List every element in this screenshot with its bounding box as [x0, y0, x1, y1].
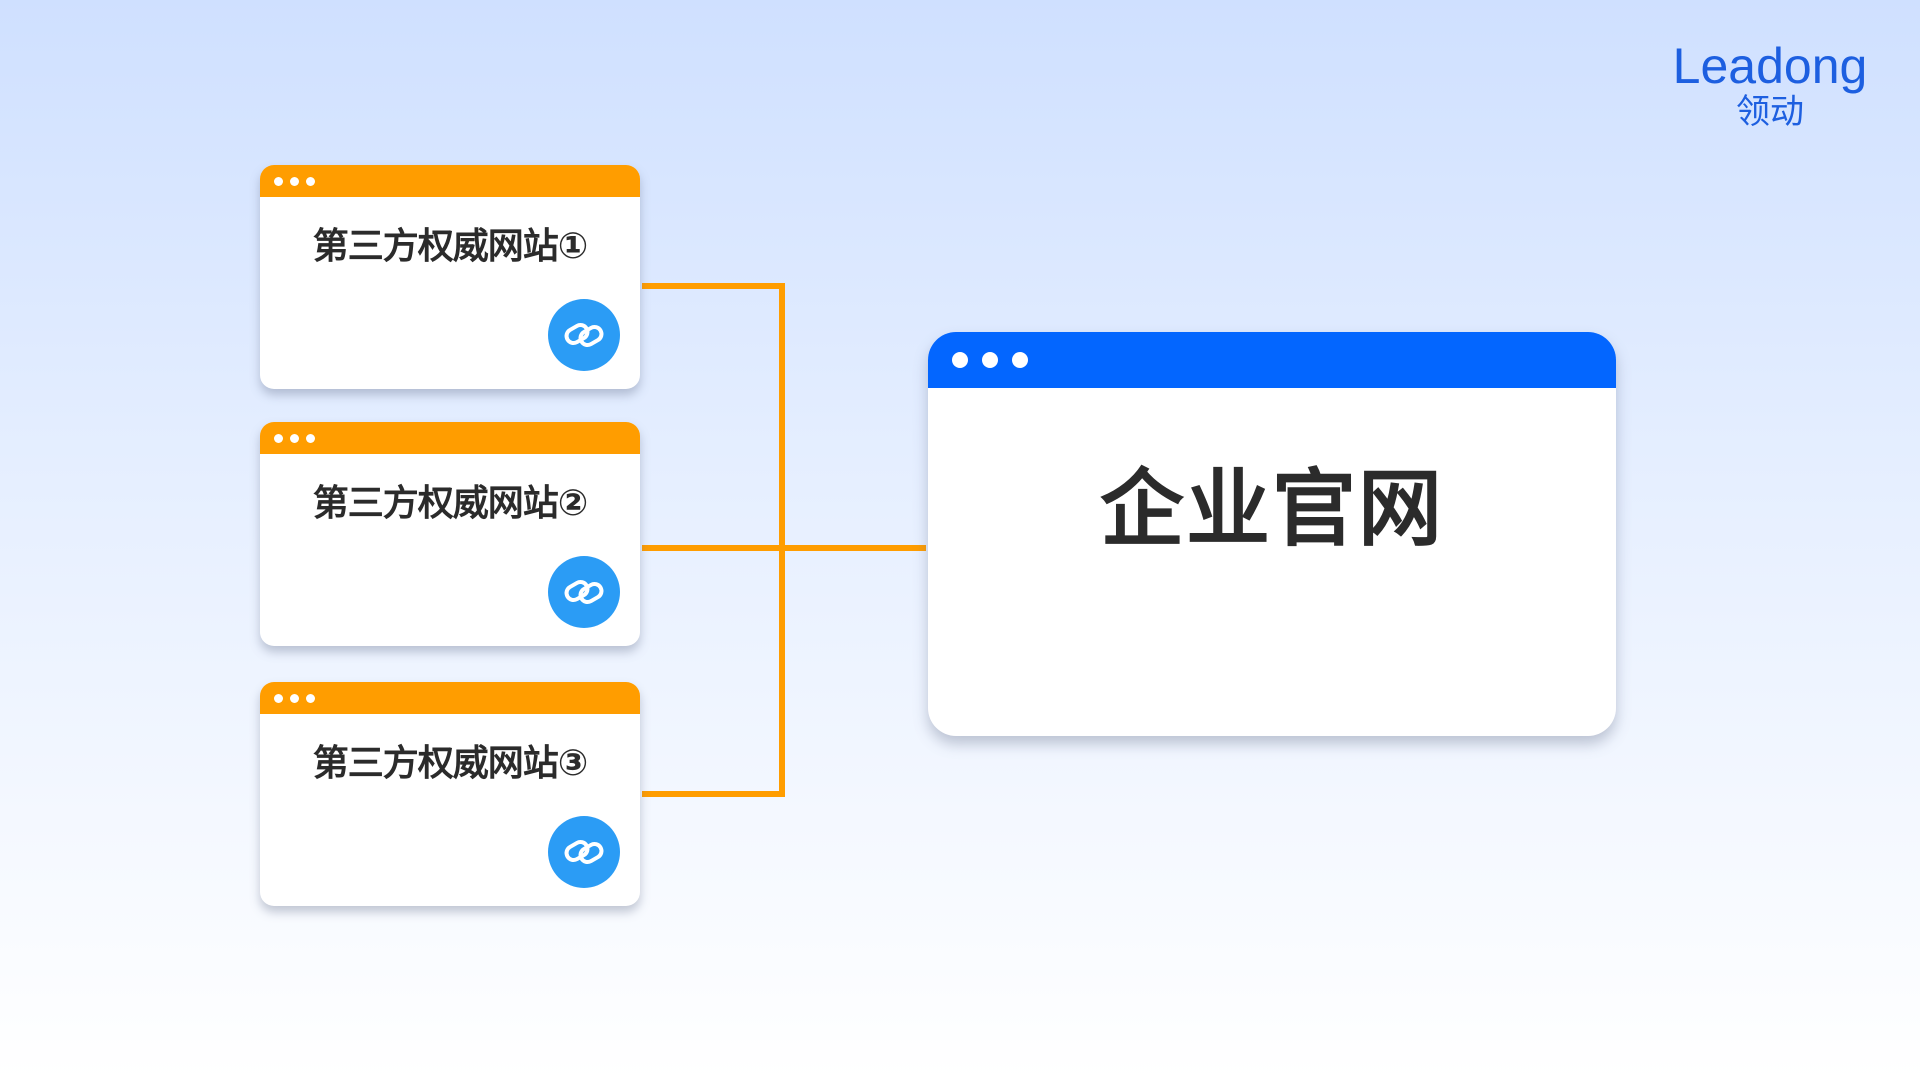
window-dot	[290, 693, 299, 703]
card-header-bar	[260, 682, 640, 714]
card-header-bar	[260, 165, 640, 197]
link-icon[interactable]	[548, 299, 620, 371]
source-site-card-3: 第三方权威网站③	[260, 682, 640, 906]
window-dot	[952, 352, 968, 368]
card-header-bar	[260, 422, 640, 454]
link-icon[interactable]	[548, 816, 620, 888]
window-dot	[274, 433, 283, 443]
enterprise-website-title: 企业官网	[1099, 460, 1444, 558]
source-site-title: 第三方权威网站③	[312, 743, 588, 784]
connector-line-3	[642, 548, 785, 797]
enterprise-website-window: 企业官网	[928, 332, 1616, 736]
window-dot	[306, 176, 315, 186]
logo-text-cn: 领动	[1736, 92, 1804, 132]
source-site-title: 第三方权威网站①	[312, 226, 588, 267]
window-dot	[274, 693, 283, 703]
window-dot	[290, 176, 299, 186]
window-dot	[274, 176, 283, 186]
main-window-header-bar	[928, 332, 1616, 388]
window-dot	[982, 352, 998, 368]
leadong-logo: Leadong 领动	[1665, 40, 1875, 132]
window-dot	[306, 433, 315, 443]
window-dot	[290, 433, 299, 443]
window-dot	[1012, 352, 1028, 368]
source-site-card-1: 第三方权威网站①	[260, 165, 640, 389]
source-site-title: 第三方权威网站②	[312, 483, 588, 524]
connector-line-1	[642, 283, 785, 548]
link-icon[interactable]	[548, 556, 620, 628]
window-dot	[306, 693, 315, 703]
source-site-card-2: 第三方权威网站②	[260, 422, 640, 646]
logo-text-en: Leadong	[1672, 38, 1868, 94]
